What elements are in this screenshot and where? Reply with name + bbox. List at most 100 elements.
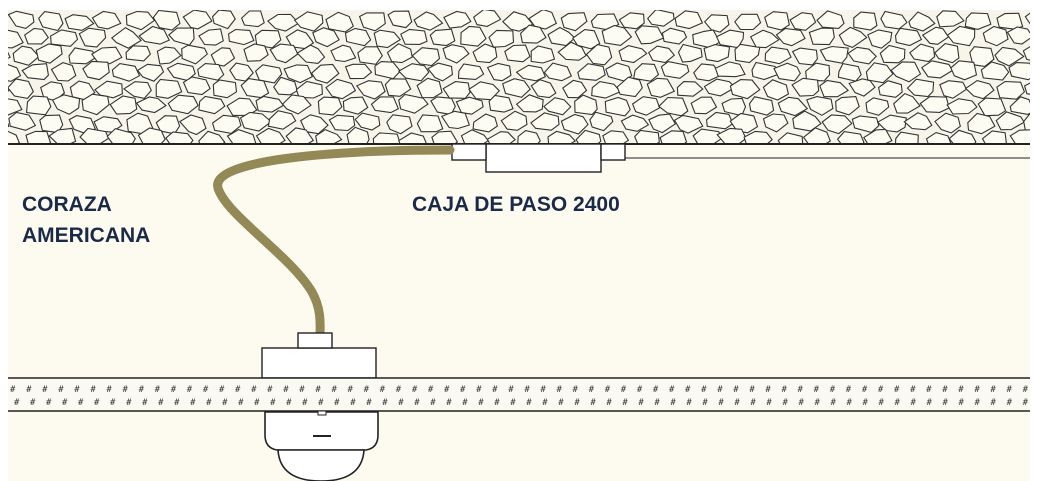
stone-cell [135, 96, 167, 114]
stone-cell [137, 127, 166, 144]
stone-cell [387, 10, 413, 29]
stone-cell [716, 127, 747, 144]
stone-cell [0, 11, 6, 29]
stone-cell [1009, 129, 1030, 144]
stone-cell [197, 63, 225, 81]
stone-cell [1008, 62, 1030, 81]
stone-cell [894, 131, 919, 144]
label-americana: AMERICANA [22, 224, 150, 247]
stone-cell [693, 63, 722, 82]
stone-cell [8, 51, 11, 59]
stone-cell [488, 29, 515, 48]
stone-cell [182, 76, 211, 96]
stone-cell [325, 11, 354, 33]
stone-cell [764, 11, 790, 31]
stone-cell [94, 80, 123, 99]
stone-cell [821, 114, 853, 135]
stone-cell [228, 28, 255, 46]
stone-cell [646, 77, 676, 98]
stone-cell [948, 129, 977, 144]
stone-cell [198, 95, 226, 115]
stone-cell [35, 43, 63, 64]
stone-cell [78, 27, 107, 48]
stone-cell [659, 130, 688, 144]
stone-cell [79, 127, 110, 144]
stone-cell [791, 47, 818, 66]
stone-cell [344, 63, 373, 80]
stone-cell [8, 10, 35, 29]
stone-cell [618, 45, 648, 64]
stone-cell [836, 131, 865, 144]
stone-cell [714, 61, 746, 78]
stone-cell [631, 96, 661, 116]
stone-cell [8, 122, 10, 128]
stone-cell [936, 10, 965, 28]
stone-cell [925, 132, 952, 144]
stone-cell [1009, 96, 1030, 115]
stone-cell [8, 98, 23, 116]
stone-cell [848, 78, 876, 97]
stone-cell [328, 114, 356, 132]
stone-cell [528, 10, 557, 30]
stone-cell [591, 81, 622, 99]
stone-cell [981, 130, 1007, 144]
label-caja-de-paso: CAJA DE PASO 2400 [412, 193, 620, 216]
stone-cell [342, 96, 369, 115]
stone-cell [427, 62, 453, 82]
stone-cell [354, 112, 381, 131]
stone-cell [906, 78, 935, 98]
stone-cell [921, 60, 954, 79]
stone-cell [969, 46, 995, 67]
stone-cell [692, 128, 723, 144]
stone-cell [325, 78, 357, 100]
stone-cell [764, 46, 792, 65]
stone-cell [109, 95, 138, 115]
stone-cell [317, 96, 343, 116]
stone-cell [285, 127, 315, 144]
stone-cell [674, 10, 704, 30]
stone-cell [273, 76, 298, 96]
stone-cell [1024, 12, 1030, 25]
stone-cell [138, 25, 170, 45]
stone-cell [416, 114, 444, 133]
stone-cell [500, 110, 528, 131]
stone-cell [543, 62, 573, 82]
stone-cell [50, 29, 79, 47]
stone-cell [460, 25, 487, 47]
stone-cell [980, 61, 1010, 81]
stone-cell [8, 29, 24, 49]
stone-cell [893, 92, 921, 114]
stone-cell [255, 95, 285, 113]
stone-cell [50, 62, 77, 82]
stone-cell [967, 112, 996, 135]
stone-cell [212, 79, 238, 99]
stone-cell [315, 128, 343, 144]
stone-cell [574, 94, 598, 116]
stone-cell [91, 46, 123, 65]
stone-cell [777, 96, 809, 117]
stone-cell [996, 80, 1026, 100]
stone-cell [530, 79, 557, 99]
stone-cell [865, 62, 894, 84]
stone-cell [296, 44, 326, 64]
stone-cell [26, 95, 52, 116]
stone-cell [977, 97, 1007, 117]
stone-cell [880, 10, 908, 30]
stone-cell [443, 10, 472, 29]
stone-cell [355, 80, 386, 100]
stone-cell [269, 43, 299, 64]
stone-cell [81, 93, 110, 116]
stone-cell [604, 96, 631, 117]
stone-cell [996, 12, 1024, 30]
stone-cell [676, 81, 704, 97]
stone-cell [734, 43, 761, 64]
stone-cell [762, 113, 789, 133]
stone-cell [1022, 46, 1030, 61]
stone-cell [557, 41, 587, 61]
label-coraza: CORAZA [22, 193, 112, 216]
stone-cell [616, 76, 643, 98]
stone-cell [346, 126, 370, 144]
stone-cell [211, 10, 236, 30]
stone-cell [310, 63, 340, 84]
